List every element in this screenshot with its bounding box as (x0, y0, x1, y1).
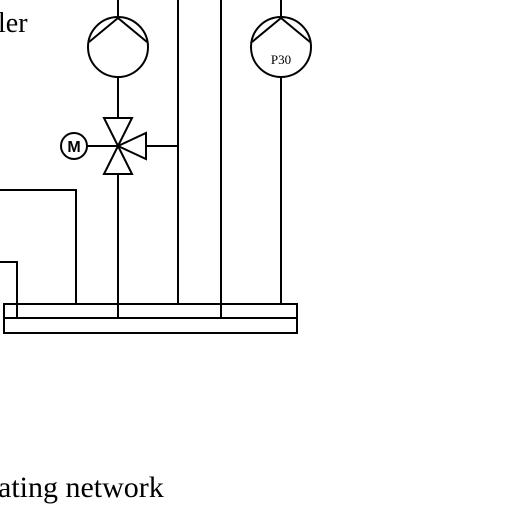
three-way-valve (87, 117, 147, 175)
pipe-return-outer (0, 189, 77, 304)
pipe-return-inner (0, 261, 18, 304)
distribution-header (3, 303, 298, 334)
heating-network-caption: ating network (0, 471, 164, 504)
pump-left (87, 16, 149, 78)
pump-p30-label: P30 (271, 52, 291, 67)
motor-label: M (67, 139, 80, 156)
motor-actuator: M (60, 132, 88, 160)
pump-p30: P30 (250, 16, 312, 78)
boiler-label: ler (0, 8, 28, 39)
